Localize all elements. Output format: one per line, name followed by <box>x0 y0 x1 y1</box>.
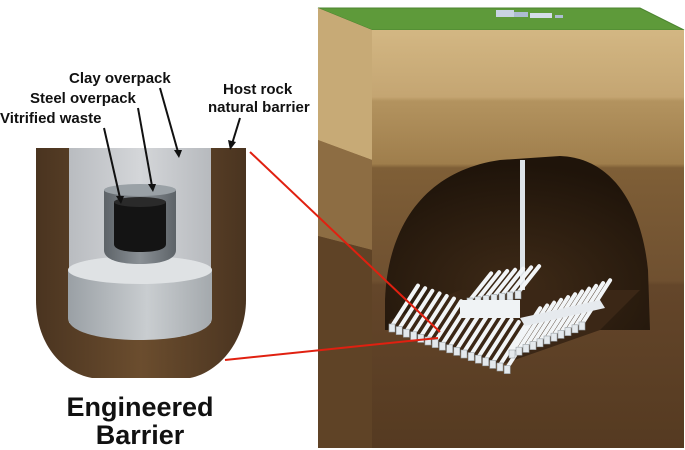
geologic-block <box>317 7 685 448</box>
label-steel-overpack: Steel overpack <box>30 90 136 107</box>
waste-pipe <box>498 322 528 367</box>
waste-pipe <box>508 265 534 296</box>
pipe-end-cap <box>506 291 514 301</box>
pipe-end-cap <box>424 336 432 346</box>
pipe-end-cap <box>410 331 417 341</box>
pipe-end-cap <box>514 290 522 300</box>
waste-pipe <box>404 288 435 334</box>
waste-pipe <box>433 299 464 344</box>
waste-pipe <box>476 314 507 360</box>
pipe-end-cap <box>475 354 482 364</box>
waste-pipe <box>484 268 510 300</box>
label-host-rock-line1: Host rock <box>223 81 293 98</box>
leader-lines <box>224 151 441 361</box>
pipe-end-cap <box>508 349 516 359</box>
pipe-end-cap <box>489 360 497 369</box>
waste-pipe <box>469 312 500 357</box>
pipe-end-cap <box>439 341 446 351</box>
surface-facility-icon <box>496 10 563 18</box>
label-vitrified-waste: Vitrified waste <box>0 110 102 127</box>
waste-pipe <box>468 271 494 302</box>
waste-pipe <box>476 270 502 301</box>
pipe-end-cap <box>571 324 579 334</box>
waste-pipe <box>524 300 557 349</box>
pipe-end-cap <box>557 330 565 339</box>
pipe-end-cap <box>395 326 403 335</box>
pipe-end-cap <box>503 365 511 374</box>
waste-pipe <box>500 266 526 298</box>
waste-pipe <box>462 309 492 354</box>
waste-pipe <box>517 303 550 352</box>
pipe-end-cap <box>431 339 439 348</box>
pipe-end-cap <box>550 332 558 342</box>
pipe-end-cap <box>467 352 475 361</box>
waste-pipe <box>531 297 564 346</box>
label-barrier: Barrier <box>95 420 185 450</box>
ground-surface <box>318 8 684 30</box>
pipe-end-cap <box>578 321 586 331</box>
label-host-rock-line2: natural barrier <box>208 99 310 116</box>
pipe-end-cap <box>529 341 537 350</box>
pipe-end-cap <box>536 338 544 348</box>
pipe-end-cap <box>496 362 504 372</box>
callout-arrows <box>103 87 241 204</box>
waste-pipe <box>418 294 449 339</box>
waste-pipe <box>483 317 514 362</box>
tunnel-cavern <box>385 156 650 330</box>
vitrified-waste-shape <box>114 202 166 252</box>
pipe-end-cap <box>564 327 572 336</box>
access-shaft <box>520 160 525 320</box>
pipe-end-cap <box>446 344 453 354</box>
pipe-end-cap <box>460 349 468 359</box>
waste-pipes-left <box>388 283 536 374</box>
pipe-end-cap <box>482 357 489 367</box>
waste-pipe <box>492 267 518 299</box>
pipe-end-cap <box>453 347 461 356</box>
pipe-end-cap <box>388 323 396 333</box>
waste-pipe <box>490 320 521 365</box>
engineered-barrier-detail <box>36 148 246 378</box>
waste-pipe <box>516 264 542 295</box>
waste-pipe <box>411 291 442 336</box>
pipe-end-cap <box>543 335 551 345</box>
pipe-end-cap <box>515 346 523 356</box>
label-clay-overpack: Clay overpack <box>69 70 171 87</box>
waste-pipe <box>390 283 420 328</box>
pipe-end-cap <box>417 334 425 343</box>
pipe-end-cap <box>403 328 410 338</box>
waste-pipe <box>426 296 456 341</box>
label-engineered: Engineered <box>66 392 214 422</box>
pipe-end-cap <box>522 344 530 353</box>
waste-pipe <box>397 286 428 331</box>
